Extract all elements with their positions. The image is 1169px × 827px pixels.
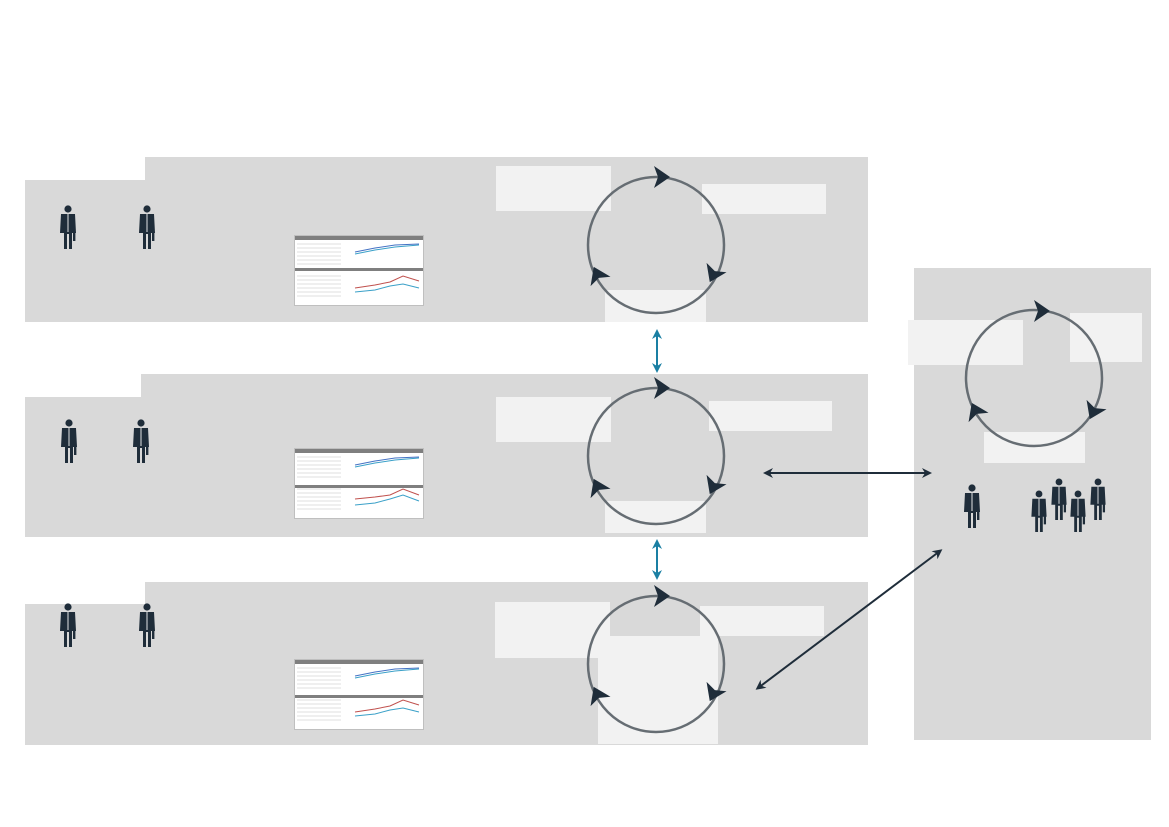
person-icon [60,205,76,249]
central-note-right [1070,313,1142,362]
person-icon [139,603,155,647]
level-2-note-bottom [605,501,706,533]
report-subheader [295,268,423,271]
cycle-arrow-icon [961,398,989,423]
person-icon [61,419,77,463]
report-table-lines [297,243,341,297]
cycle-arrow-icon [699,474,727,499]
level-2-note-right [709,401,832,431]
person-icon [139,205,155,249]
level-1-report-thumbnail [294,235,424,306]
person-icon [60,603,76,647]
level-1-note-right [702,184,826,214]
cycle-arrow-icon [583,262,611,287]
group-icon [1031,478,1106,532]
level-1-note-left [496,166,611,211]
level-1-cycle [583,166,727,315]
central-note-left [908,320,1023,365]
cycle-arrow-icon [583,474,611,499]
person-icon [133,419,149,463]
double-arrow-icon [755,549,943,690]
central-cycle [961,300,1107,448]
report-line-a [354,244,420,255]
level-3-report-thumbnail [294,659,424,730]
level-3-cycle [583,585,727,734]
level-2-cycle [583,377,727,526]
cycle-arrow-icon [583,682,611,707]
cycle-arrow-icon [1079,399,1107,424]
level-3-note-center [598,636,718,744]
report-line-d [354,283,420,293]
report-line-c [354,275,420,289]
level-2-report-thumbnail [294,448,424,519]
report-line-b [354,243,420,253]
level-1-note-bottom [605,290,706,322]
person-icon [964,484,980,528]
report-header [295,236,423,240]
